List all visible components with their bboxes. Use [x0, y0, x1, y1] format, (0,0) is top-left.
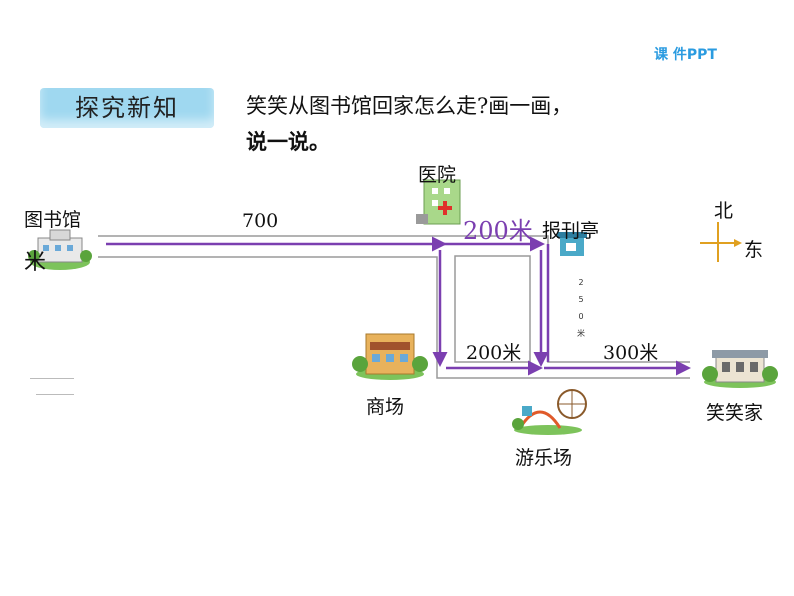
amusement-park-icon	[512, 389, 587, 435]
vertical-digit: 5	[578, 295, 584, 304]
kiosk-icon	[557, 232, 587, 256]
section-title-badge: 探究新知	[40, 88, 214, 128]
question-line-1: 笑笑从图书馆回家怎么走?画一画，	[246, 94, 573, 118]
road-loop	[454, 255, 531, 363]
label-library: 图书馆	[24, 209, 82, 231]
home-icon	[702, 350, 778, 388]
label-kiosk: 报刊亭	[542, 220, 600, 242]
label-hospital: 医院	[418, 164, 457, 186]
corner-tag: 课 件PPT	[654, 47, 717, 63]
mall-icon	[352, 333, 428, 380]
road-top-inner	[98, 256, 690, 379]
distance-hospital-kiosk: 200米	[463, 217, 533, 245]
faint-marks	[30, 378, 74, 395]
vertical-digit: 0	[578, 312, 584, 321]
vertical-digit: 2	[578, 278, 584, 287]
library-icon	[28, 229, 92, 270]
distance-vertical-250: 2 5 0 米	[576, 274, 586, 342]
distance-mall-park: 200米	[466, 342, 522, 364]
hospital-icon	[416, 179, 461, 225]
compass-north-label: 北	[714, 200, 734, 222]
label-amusement-park: 游乐场	[515, 447, 573, 469]
vertical-digit: 米	[577, 329, 585, 338]
section-title: 探究新知	[75, 94, 179, 122]
question-text: 笑笑从图书馆回家怎么走?画一画， 说一说。	[246, 88, 572, 160]
label-mall: 商场	[366, 396, 405, 418]
distance-park-home: 300米	[603, 342, 659, 364]
compass-east-label: 东	[744, 239, 764, 261]
route-paths	[106, 236, 691, 376]
distance-library-hospital: 700	[242, 210, 279, 232]
compass-icon	[700, 222, 742, 262]
distance-library-unit: 米	[24, 250, 47, 275]
question-line-2: 说一说。	[246, 129, 330, 154]
label-home: 笑笑家	[706, 402, 764, 424]
